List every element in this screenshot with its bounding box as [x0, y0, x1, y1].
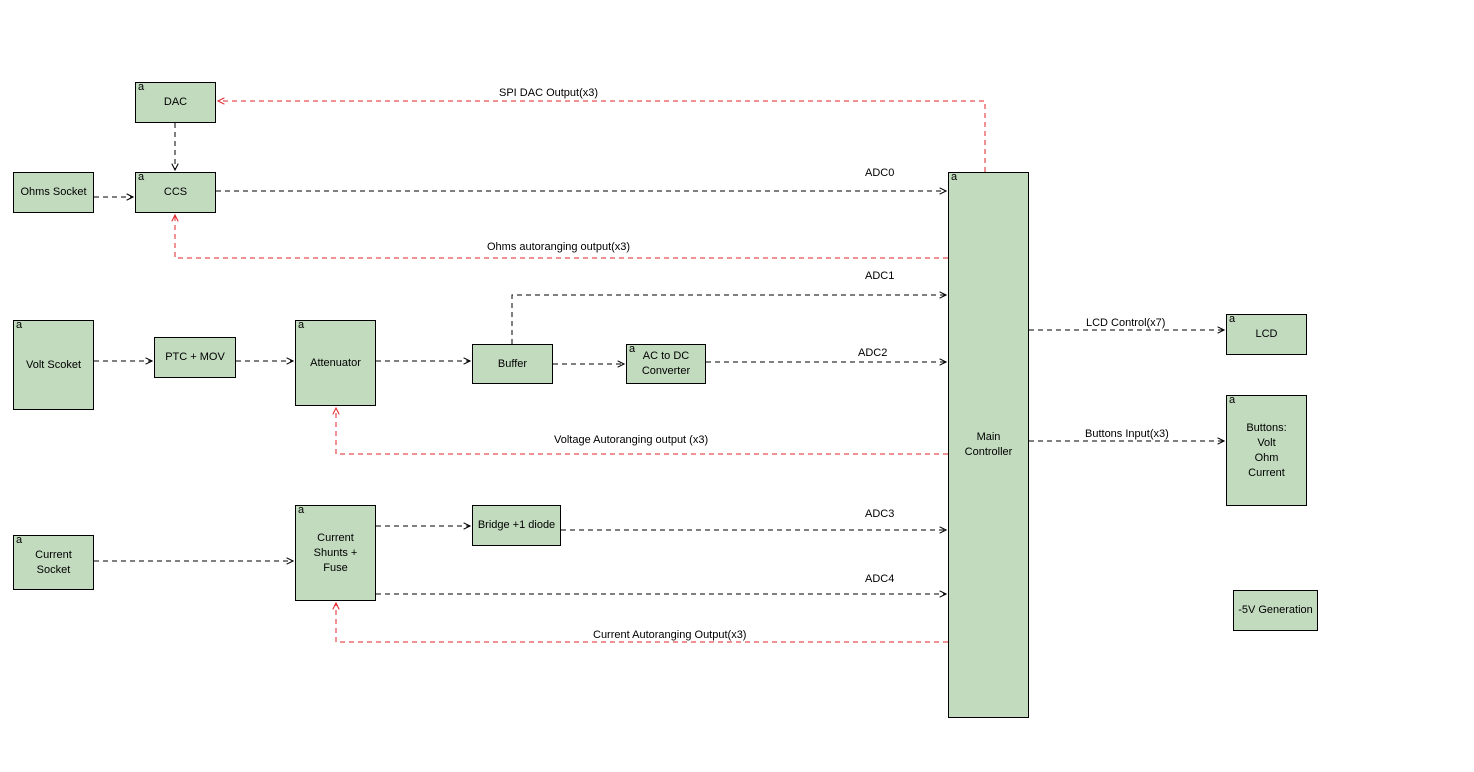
block-marker: a: [16, 534, 23, 546]
buttons-block: a Buttons: Volt Ohm Current: [1226, 394, 1307, 506]
block-label: Buttons: Volt Ohm Current: [1246, 421, 1287, 479]
block-label: DAC: [163, 96, 188, 108]
label-spi-dac-output: SPI DAC Output(x3): [499, 87, 599, 99]
wire-controller-to-ccs-ohms-range: [175, 215, 948, 259]
ac-dc-converter-block: a AC to DC Converter: [626, 343, 706, 384]
block-label: -5V Generation: [1238, 604, 1313, 616]
block-marker: a: [1229, 313, 1236, 325]
label-current-autoranging: Current Autoranging Output(x3): [593, 629, 747, 641]
bridge-diode-block: Bridge +1 diode: [472, 505, 561, 546]
buffer-block: Buffer: [472, 344, 553, 384]
label-adc3: ADC3: [865, 508, 895, 520]
wire-controller-to-shunts-range: [336, 603, 948, 643]
label-adc4: ADC4: [865, 573, 895, 585]
block-label: Attenuator: [310, 356, 361, 369]
current-shunts-block: a Current Shunts + Fuse: [295, 504, 376, 601]
current-socket-block: a Current Socket: [13, 534, 94, 590]
lcd-block: a LCD: [1226, 313, 1307, 355]
block-label: Buffer: [497, 357, 528, 370]
block-marker: a: [629, 343, 636, 355]
ohms-socket-block: Ohms Socket: [13, 172, 94, 213]
block-label: Main Controller: [964, 431, 1013, 458]
block-label: Ohms Socket: [20, 186, 87, 198]
block-label: CCS: [163, 186, 188, 198]
block-marker: a: [1229, 394, 1236, 406]
block-marker: a: [298, 319, 305, 331]
label-lcd-control: LCD Control(x7): [1086, 317, 1166, 329]
label-ohms-autoranging: Ohms autoranging output(x3): [487, 241, 631, 253]
block-label: Current Socket: [35, 548, 72, 576]
block-marker: a: [138, 171, 145, 183]
label-adc0: ADC0: [865, 167, 895, 179]
block-marker: a: [951, 171, 958, 183]
ptc-mov-block: PTC + MOV: [154, 337, 236, 378]
block-label: Volt Scoket: [25, 358, 82, 371]
label-voltage-autoranging: Voltage Autoranging output (x3): [554, 434, 709, 446]
label-buttons-input: Buttons Input(x3): [1085, 428, 1169, 440]
block-marker: a: [138, 81, 145, 93]
wire-controller-to-attenuator-range: [336, 408, 948, 455]
label-adc2: ADC2: [858, 347, 888, 359]
main-controller-block: a Main Controller: [948, 171, 1029, 718]
block-label: LCD: [1255, 328, 1278, 340]
label-adc1: ADC1: [865, 270, 895, 282]
volt-socket-block: a Volt Scoket: [13, 319, 94, 410]
wire-buffer-to-controller-adc1: [511, 295, 946, 344]
block-label: AC to DC Converter: [641, 350, 691, 377]
block-label: Current Shunts + Fuse: [313, 531, 358, 574]
ccs-block: a CCS: [135, 171, 216, 213]
block-label: Bridge +1 diode: [477, 519, 556, 531]
wire-controller-to-dac-spi: [218, 101, 986, 172]
block-label: PTC + MOV: [165, 351, 225, 363]
block-marker: a: [298, 504, 305, 516]
attenuator-block: a Attenuator: [295, 319, 376, 406]
neg5v-generation-block: -5V Generation: [1233, 590, 1318, 631]
dac-block: a DAC: [135, 81, 216, 123]
block-marker: a: [16, 319, 23, 331]
